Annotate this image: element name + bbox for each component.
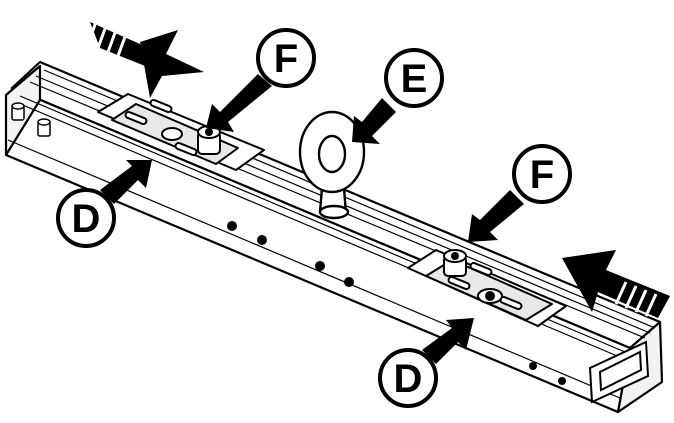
eye-ring-hole: [317, 134, 347, 174]
callout-d-bottom: D: [378, 348, 438, 408]
hole: [344, 277, 354, 287]
front-face-holes: [227, 221, 566, 385]
callout-leaders: [100, 74, 524, 364]
callout-e-label: E: [401, 57, 428, 101]
hole: [529, 362, 537, 370]
leader-f-right: [468, 190, 524, 242]
hole: [315, 261, 325, 271]
callout-d-left: D: [56, 188, 116, 248]
callout-f-top: F: [256, 28, 316, 88]
leader-d-bottom: [422, 318, 474, 364]
clamp-bolt-right: [443, 249, 467, 277]
leader-f-top: [206, 74, 272, 132]
direction-arrow-right: [562, 250, 670, 318]
leader-d-left: [100, 160, 152, 204]
callout-d-left-label: D: [72, 197, 101, 241]
callout-f-right-label: F: [530, 153, 554, 197]
hole: [227, 221, 237, 231]
left-end-bolts: [11, 102, 51, 137]
hole: [257, 235, 267, 245]
eye-bolt: [298, 110, 366, 220]
callout-f-top-label: F: [274, 37, 298, 81]
leader-e: [352, 98, 396, 144]
callout-e: E: [384, 48, 444, 108]
clamp-bolt-left: [197, 125, 221, 155]
hole: [558, 377, 566, 385]
right-end-opening: [588, 340, 650, 404]
callout-f-right: F: [512, 144, 572, 204]
callout-d-bottom-label: D: [394, 357, 423, 401]
direction-arrow-left: [86, 21, 204, 98]
